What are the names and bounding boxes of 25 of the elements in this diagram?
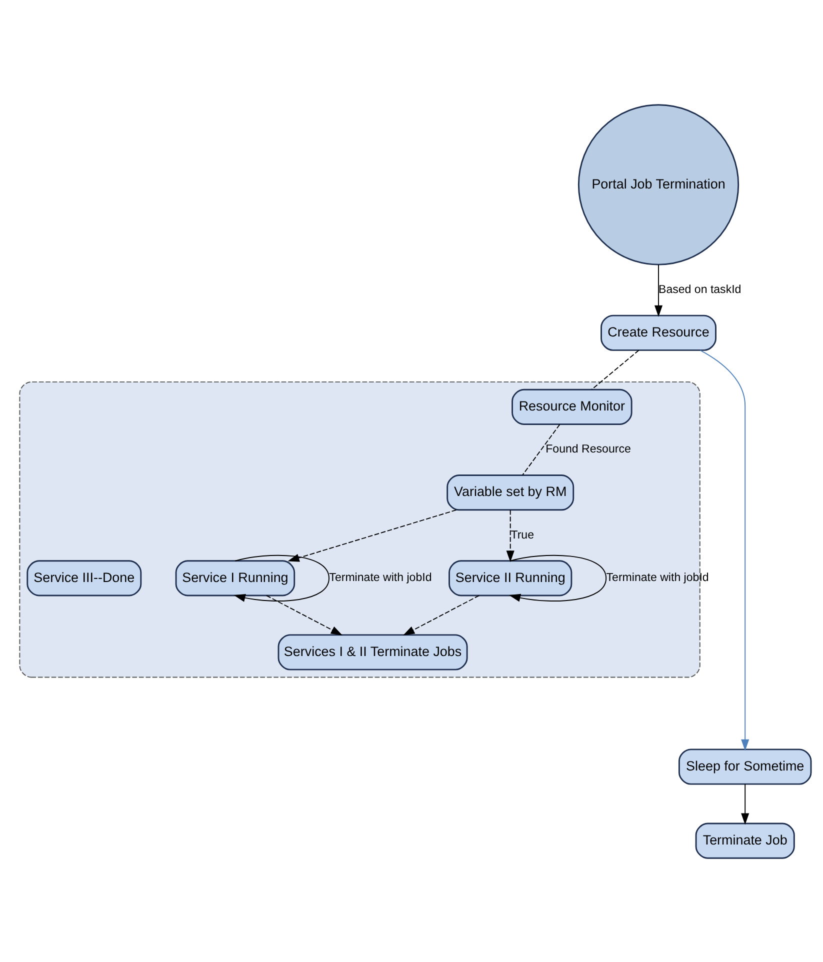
arrow (741, 783, 750, 824)
node-box: Services I & II Terminate Jobs (278, 634, 468, 670)
arrow (508, 554, 607, 602)
node-box: Create Resource (600, 314, 716, 350)
connector (522, 423, 560, 476)
node-box: Sleep for Sometime (678, 748, 812, 784)
edge-label: Found Resource (546, 443, 631, 456)
arrow (234, 554, 330, 602)
arrow (654, 264, 663, 316)
arrow (506, 509, 514, 562)
node-circle: Portal Job Termination (578, 104, 740, 265)
edge-label: Based on taskId (658, 284, 742, 296)
edge-label: Terminate with jobId (606, 572, 709, 584)
node-box: Resource Monitor (512, 388, 632, 424)
node-box: Service III--Done (26, 560, 142, 596)
arrow (403, 594, 480, 635)
node-box: Service II Running (448, 560, 572, 596)
node-box: Terminate Job (695, 822, 795, 858)
node-box: Service I Running (175, 560, 296, 596)
node-box: Variable set by RM (446, 474, 574, 510)
arrow (266, 594, 342, 635)
edge-label: True (510, 528, 534, 541)
arrow (700, 349, 750, 750)
connector (591, 349, 640, 390)
arrow (288, 508, 457, 562)
